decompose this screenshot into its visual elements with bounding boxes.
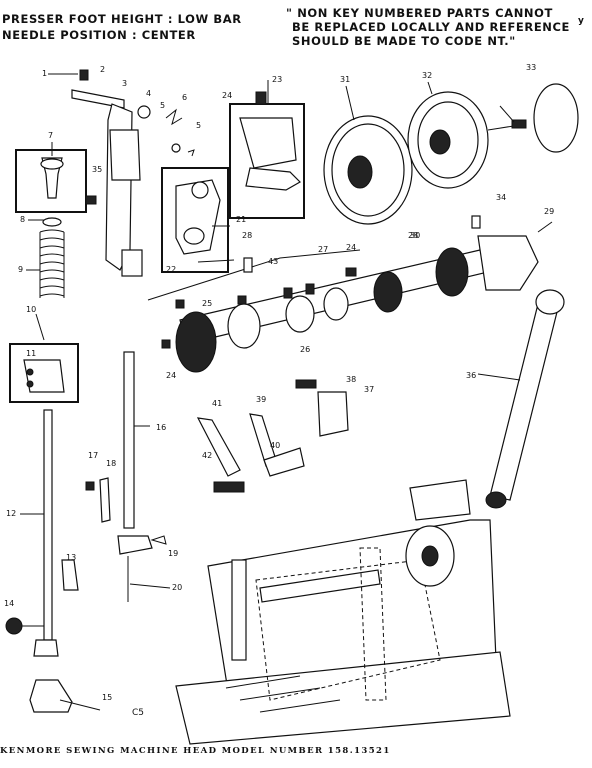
corner-mark: y [578,16,585,26]
callout-15: 15 [102,693,112,702]
callout-5: 5 [196,121,201,130]
connecting-link [409,289,565,521]
callout-23: 23 [272,75,282,84]
callout-3: 3 [122,79,127,88]
callout-18: 18 [106,459,116,468]
callout-24: 24 [166,371,176,380]
note-line-3: SHOULD BE MADE TO CODE NT." [292,34,516,48]
callout-32: 32 [422,71,432,80]
callout-42: 42 [202,451,212,460]
model-caption: KENMORE SEWING MACHINE HEAD MODEL NUMBER… [0,746,391,756]
callout-14: 14 [4,599,14,608]
callout-12: 12 [6,509,16,518]
callout-27: 27 [318,245,328,254]
arm-shaft-assembly [147,215,553,373]
callout-17: 17 [88,451,98,460]
callout-26: 26 [300,345,310,354]
callout-2: 2 [100,65,105,74]
needle-bar-assembly [85,103,195,602]
callout-35: 35 [92,165,102,174]
callout-30: 30 [410,231,420,240]
callout-43: 43 [268,257,278,266]
handwheel-assembly [323,83,579,225]
callout-36: 36 [466,371,476,380]
callout-34: 34 [496,193,506,202]
callout-11: 11 [26,349,36,358]
spec-line-1: PRESSER FOOT HEIGHT : LOW BAR [2,12,242,26]
callout-9: 9 [18,265,23,274]
callout-7: 7 [48,131,53,140]
callout-16: 16 [156,423,166,432]
callout-1: 1 [42,69,47,78]
callout-24: 24 [346,243,356,252]
take-up-lever-assembly [161,91,305,273]
note-line-1: " NON KEY NUMBERED PARTS CANNOT [286,6,553,20]
callout-6: 6 [182,93,187,102]
callout-22: 22 [166,265,176,274]
callout-25: 25 [202,299,212,308]
callout-24: 24 [222,91,232,100]
callout-13: 13 [66,553,76,562]
presser-bar-assembly [5,69,125,713]
callout-31: 31 [340,75,350,84]
callout-39: 39 [256,395,266,404]
machine-head-overview [175,519,511,745]
leader-lines [20,73,521,711]
callout-40: 40 [270,441,280,450]
diagram-code: C5 [132,708,145,718]
callout-41: 41 [212,399,222,408]
callout-4: 4 [146,89,151,98]
callout-20: 20 [172,583,182,592]
callout-33: 33 [526,63,536,72]
note-line-2: BE REPLACED LOCALLY AND REFERENCE [292,20,570,34]
callout-19: 19 [168,549,178,558]
callout-28: 28 [408,231,418,240]
callout-37: 37 [364,385,374,394]
callout-28: 28 [242,231,252,240]
callout-29: 29 [544,207,554,216]
callout-21: 21 [236,215,246,224]
lever-assembly [196,379,349,493]
spec-line-2: NEEDLE POSITION : CENTER [2,28,196,42]
callout-10: 10 [26,305,36,314]
callout-5: 5 [160,101,165,110]
callout-38: 38 [346,375,356,384]
callout-8: 8 [20,215,25,224]
